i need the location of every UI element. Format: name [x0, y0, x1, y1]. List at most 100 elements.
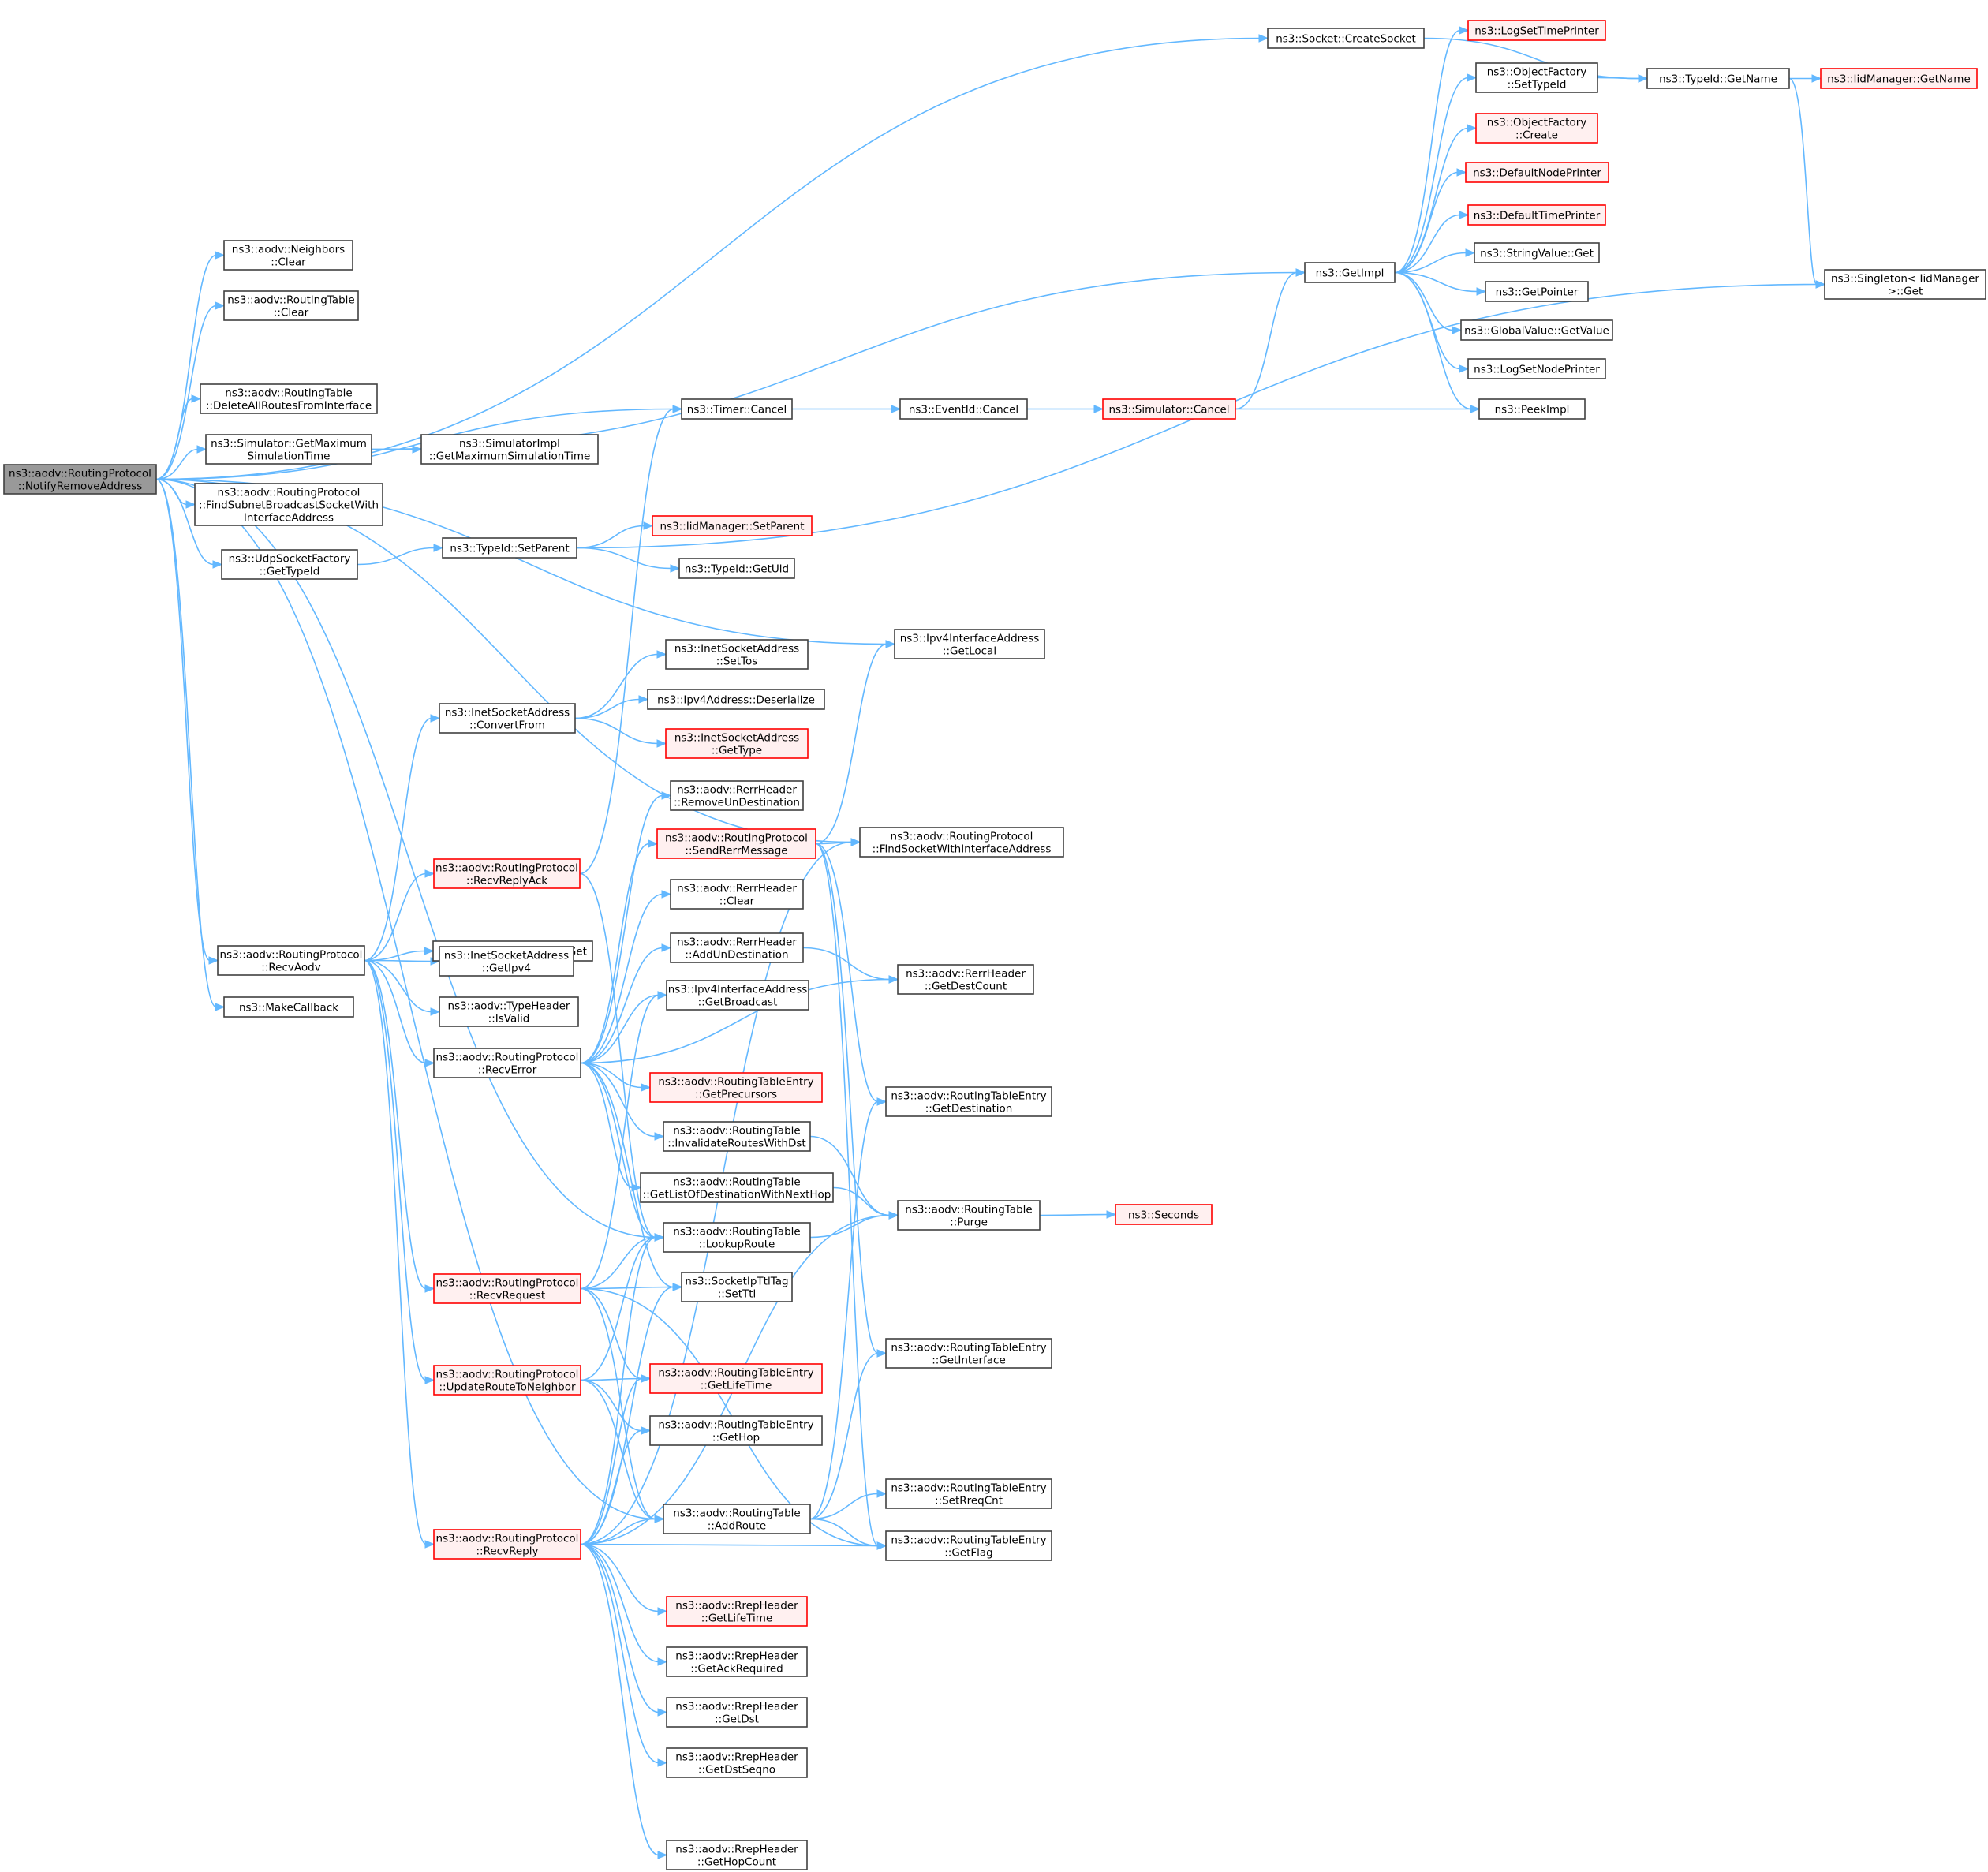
- node-purge[interactable]: ns3::aodv::RoutingTable::Purge: [897, 1200, 1041, 1231]
- node-peekimpl[interactable]: ns3::PeekImpl: [1478, 398, 1586, 420]
- node-rte_getinterface[interactable]: ns3::aodv::RoutingTableEntry::GetInterfa…: [885, 1338, 1052, 1369]
- edge-updateroute-to-addroute: [580, 1379, 665, 1523]
- node-findsocket[interactable]: ns3::aodv::RoutingProtocol::FindSocketWi…: [859, 827, 1064, 858]
- node-timer_cancel[interactable]: ns3::Timer::Cancel: [681, 398, 793, 420]
- node-rerr_clear[interactable]: ns3::aodv::RerrHeader::Clear: [670, 879, 804, 910]
- node-label-line: ns3::aodv::RoutingTableEntry: [658, 1076, 813, 1089]
- edge-addroute-to-setrreqcnt: [809, 1489, 888, 1520]
- node-getmaxsim[interactable]: ns3::Simulator::GetMaximumSimulationTime: [205, 434, 372, 465]
- node-box: [894, 629, 1045, 659]
- node-findsubnet[interactable]: ns3::aodv::RoutingProtocol::FindSubnetBr…: [194, 483, 383, 526]
- node-getprecursors[interactable]: ns3::aodv::RoutingTableEntry::GetPrecurs…: [649, 1072, 823, 1103]
- node-getuid[interactable]: ns3::TypeId::GetUid: [678, 558, 795, 579]
- node-getpointer[interactable]: ns3::GetPointer: [1485, 281, 1589, 302]
- node-udp_gettypeid[interactable]: ns3::UdpSocketFactory::GetTypeId: [221, 549, 358, 580]
- edge-arrowhead: [672, 405, 683, 413]
- node-getdst[interactable]: ns3::aodv::RrepHeader::GetDst: [666, 1697, 808, 1728]
- node-iid_setparent[interactable]: ns3::IidManager::SetParent: [652, 515, 813, 536]
- node-label-line: ::GetDst: [715, 1713, 759, 1726]
- node-addundest[interactable]: ns3::aodv::RerrHeader::AddUnDestination: [670, 932, 804, 963]
- node-deserialize[interactable]: ns3::Ipv4Address::Deserialize: [647, 689, 825, 710]
- node-seconds[interactable]: ns3::Seconds: [1115, 1204, 1213, 1225]
- node-createsocket[interactable]: ns3::Socket::CreateSocket: [1267, 28, 1425, 49]
- node-strget[interactable]: ns3::StringValue::Get: [1474, 242, 1600, 263]
- edge-arrowhead: [876, 1349, 888, 1358]
- node-label-line: ::Clear: [271, 256, 306, 269]
- node-lookuproute[interactable]: ns3::aodv::RoutingTable::LookupRoute: [663, 1222, 811, 1253]
- node-rrep_getlifetime[interactable]: ns3::aodv::RrepHeader::GetLifeTime: [666, 1596, 808, 1627]
- node-root[interactable]: ns3::aodv::RoutingProtocol::NotifyRemove…: [3, 464, 157, 495]
- node-sim_cancel[interactable]: ns3::Simulator::Cancel: [1102, 398, 1236, 420]
- node-box: [885, 1338, 1052, 1369]
- node-gethopcount[interactable]: ns3::aodv::RrepHeader::GetHopCount: [666, 1840, 808, 1870]
- node-getimpl[interactable]: ns3::GetImpl: [1304, 262, 1396, 283]
- node-rt_clear[interactable]: ns3::aodv::RoutingTable::Clear: [223, 290, 359, 321]
- node-recvaodv[interactable]: ns3::aodv::RoutingProtocol::RecvAodv: [217, 945, 365, 976]
- node-eventid_cancel[interactable]: ns3::EventId::Cancel: [899, 398, 1028, 420]
- edge-arrowhead: [657, 1758, 668, 1767]
- node-label-line: ::SetRreqCnt: [935, 1495, 1003, 1508]
- node-label-line: ns3::aodv::RoutingProtocol: [436, 1369, 579, 1381]
- node-getlistdest[interactable]: ns3::aodv::RoutingTable::GetListOfDestin…: [640, 1172, 834, 1203]
- node-box: [1465, 162, 1609, 183]
- node-of_create[interactable]: ns3::ObjectFactory::Create: [1475, 113, 1598, 144]
- node-label-line: ns3::TypeId::GetUid: [685, 563, 789, 576]
- node-rte_gethop[interactable]: ns3::aodv::RoutingTableEntry::GetHop: [649, 1415, 823, 1446]
- node-getipv4[interactable]: ns3::InetSocketAddress::GetIpv4: [439, 946, 574, 977]
- node-label-line: ::ConvertFrom: [469, 719, 545, 732]
- node-convertfrom[interactable]: ns3::InetSocketAddress::ConvertFrom: [439, 703, 576, 734]
- node-settos[interactable]: ns3::InetSocketAddress::SetTos: [665, 639, 809, 670]
- node-recvrequest[interactable]: ns3::aodv::RoutingProtocol::RecvRequest: [433, 1273, 581, 1304]
- node-removeundest[interactable]: ns3::aodv::RerrHeader::RemoveUnDestinati…: [670, 780, 804, 811]
- node-addroute[interactable]: ns3::aodv::RoutingTable::AddRoute: [663, 1504, 811, 1534]
- edge-arrowhead: [656, 739, 667, 748]
- node-updateroute[interactable]: ns3::aodv::RoutingProtocol::UpdateRouteT…: [433, 1365, 581, 1396]
- node-iid_getname[interactable]: ns3::IidManager::GetName: [1820, 68, 1978, 89]
- edge-sendrerr-to-ipv4_getlocal: [815, 640, 896, 845]
- edge-arrowhead: [661, 791, 672, 800]
- node-gv_getvalue[interactable]: ns3::GlobalValue::GetValue: [1460, 319, 1613, 341]
- node-label-line: ::GetType: [712, 745, 762, 757]
- node-logsettime[interactable]: ns3::LogSetTimePrinter: [1467, 20, 1606, 41]
- edge-arrowhead: [215, 301, 226, 310]
- node-getackreq[interactable]: ns3::aodv::RrepHeader::GetAckRequired: [666, 1646, 808, 1677]
- node-deleteall[interactable]: ns3::aodv::RoutingTable::DeleteAllRoutes…: [200, 383, 378, 414]
- edge-arrowhead: [885, 640, 896, 648]
- node-nb_clear[interactable]: ns3::aodv::Neighbors::Clear: [223, 240, 353, 271]
- edge-recvreply-to-getflag: [580, 1541, 888, 1550]
- node-makecallback[interactable]: ns3::MakeCallback: [223, 996, 354, 1018]
- node-deftime[interactable]: ns3::DefaultTimePrinter: [1467, 204, 1606, 226]
- node-box: [1646, 68, 1790, 89]
- node-recverror[interactable]: ns3::aodv::RoutingProtocol::RecvError: [433, 1048, 581, 1078]
- node-box: [200, 383, 378, 414]
- node-of_settypeid[interactable]: ns3::ObjectFactory::SetTypeId: [1475, 62, 1598, 93]
- node-rte_getdest[interactable]: ns3::aodv::RoutingTableEntry::GetDestina…: [885, 1086, 1052, 1117]
- node-getbroadcast[interactable]: ns3::Ipv4InterfaceAddress::GetBroadcast: [666, 980, 809, 1011]
- node-box: [666, 980, 809, 1011]
- node-defnode[interactable]: ns3::DefaultNodePrinter: [1465, 162, 1609, 183]
- node-getflag[interactable]: ns3::aodv::RoutingTableEntry::GetFlag: [885, 1530, 1052, 1561]
- node-sendrerr[interactable]: ns3::aodv::RoutingProtocol::SendRerrMess…: [656, 828, 816, 859]
- node-logsetnode[interactable]: ns3::LogSetNodePrinter: [1467, 358, 1606, 379]
- node-setrreqcnt[interactable]: ns3::aodv::RoutingTableEntry::SetRreqCnt: [885, 1478, 1052, 1509]
- node-setparent[interactable]: ns3::TypeId::SetParent: [442, 537, 577, 559]
- node-getdestcount[interactable]: ns3::aodv::RerrHeader::GetDestCount: [897, 964, 1034, 995]
- edge-arrowhead: [1452, 326, 1463, 334]
- edge-eventid_cancel-to-sim_cancel: [1026, 405, 1104, 413]
- node-setttl[interactable]: ns3::SocketIpTtlTag::SetTtl: [681, 1272, 793, 1302]
- node-getdstseqno[interactable]: ns3::aodv::RrepHeader::GetDstSeqno: [666, 1747, 808, 1778]
- node-recvreply[interactable]: ns3::aodv::RoutingProtocol::RecvReply: [433, 1529, 581, 1560]
- node-invalidate[interactable]: ns3::aodv::RoutingTable::InvalidateRoute…: [663, 1121, 811, 1152]
- node-ipv4_getlocal[interactable]: ns3::Ipv4InterfaceAddress::GetLocal: [894, 629, 1045, 659]
- node-impl_getmax[interactable]: ns3::SimulatorImpl::GetMaximumSimulation…: [420, 434, 599, 465]
- node-box: [1304, 262, 1396, 283]
- node-typeid_getname[interactable]: ns3::TypeId::GetName: [1646, 68, 1790, 89]
- node-singleton[interactable]: ns3::Singleton< IidManager>::Get: [1824, 269, 1986, 300]
- node-rte_getlifetime[interactable]: ns3::aodv::RoutingTableEntry::GetLifeTim…: [649, 1363, 823, 1394]
- edge-root-to-udp_gettypeid: [155, 478, 223, 569]
- node-isvalid[interactable]: ns3::aodv::TypeHeader::IsValid: [439, 996, 579, 1027]
- edge-addundest-to-getdestcount: [802, 947, 899, 984]
- node-inet_gettype[interactable]: ns3::InetSocketAddress::GetType: [665, 728, 809, 759]
- node-label-line: ns3::aodv::RoutingTable: [673, 1508, 800, 1520]
- node-recvreplyack[interactable]: ns3::aodv::RoutingProtocol::RecvReplyAck: [433, 858, 581, 889]
